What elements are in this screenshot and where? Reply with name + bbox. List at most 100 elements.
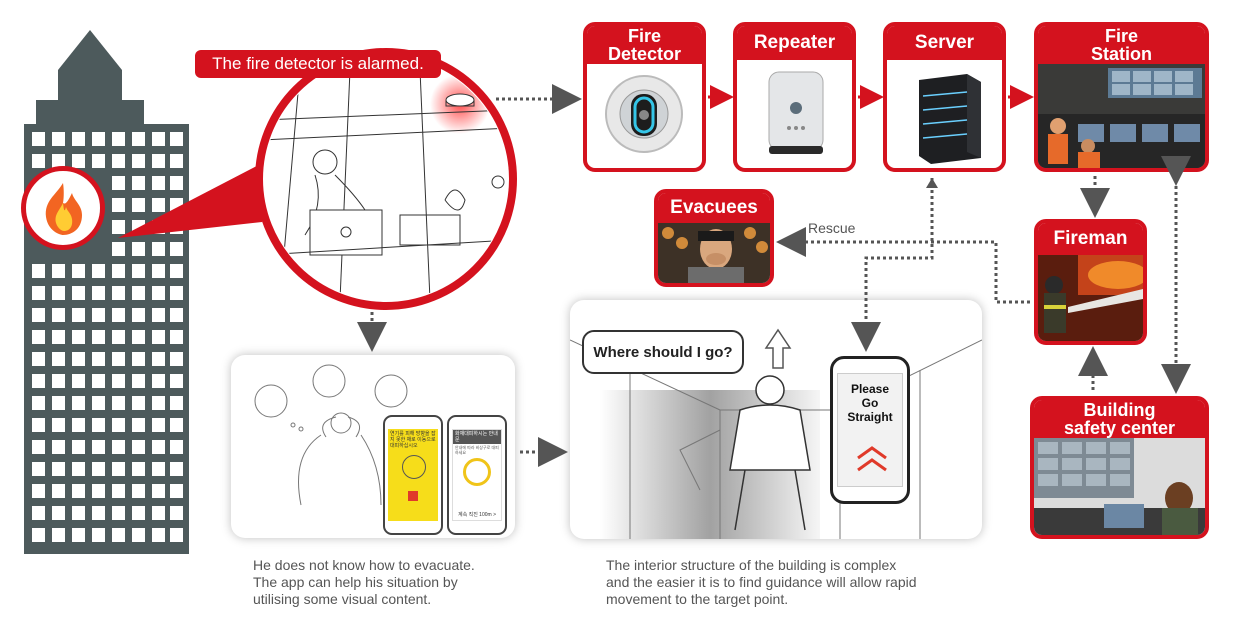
building-safety-center-title: Building safety center bbox=[1034, 400, 1205, 438]
building-window bbox=[132, 528, 145, 542]
building-window bbox=[132, 374, 145, 388]
building-window bbox=[170, 484, 183, 498]
building-window bbox=[112, 198, 125, 212]
building-window bbox=[152, 440, 165, 454]
building-window bbox=[112, 374, 125, 388]
safety-center-photo bbox=[1034, 438, 1205, 535]
building-window bbox=[32, 264, 45, 278]
building-window bbox=[152, 484, 165, 498]
building-window bbox=[92, 330, 105, 344]
building-safety-center-card: Building safety center bbox=[1030, 396, 1209, 539]
phone-right-screen: 화재대피하시는 안내문 안내에 따라 비상구로 대피하세요 계속 직진 100m… bbox=[452, 429, 502, 521]
building-window bbox=[52, 352, 65, 366]
phone-right-footer: 계속 직진 100m > bbox=[458, 512, 496, 518]
building-window bbox=[32, 528, 45, 542]
app-guidance-panel: 연기를 피해 방향을 잡지 못한 채로 이동으로 대피하십시오 화재대피하시는 … bbox=[231, 355, 515, 538]
phone-left-banner: 연기를 피해 방향을 잡지 못한 채로 이동으로 대피하십시오 bbox=[390, 431, 436, 449]
interior-caption: The interior structure of the building i… bbox=[606, 557, 917, 607]
fireman-card: Fireman bbox=[1034, 219, 1147, 345]
phone-navigation-screen: Please Go Straight bbox=[837, 373, 903, 487]
phone-left: 연기를 피해 방향을 잡지 못한 채로 이동으로 대피하십시오 bbox=[383, 415, 443, 535]
building-window bbox=[132, 440, 145, 454]
building-window bbox=[52, 528, 65, 542]
app-caption: He does not know how to evacuate. The ap… bbox=[253, 557, 475, 607]
building-window bbox=[132, 352, 145, 366]
building-window bbox=[32, 154, 45, 168]
repeater-device-icon bbox=[768, 71, 824, 154]
building-window bbox=[92, 528, 105, 542]
alarm-label: The fire detector is alarmed. bbox=[195, 50, 441, 78]
building-window bbox=[72, 484, 85, 498]
server-tower-icon bbox=[919, 74, 981, 164]
building-window bbox=[92, 484, 105, 498]
server-to-phone-arrow bbox=[851, 178, 934, 352]
building-window bbox=[32, 374, 45, 388]
building-window bbox=[72, 330, 85, 344]
building-window bbox=[132, 154, 145, 168]
building-window bbox=[92, 308, 105, 322]
building-window bbox=[170, 330, 183, 344]
building-window bbox=[92, 506, 105, 520]
fire-station-title: Fire Station bbox=[1038, 26, 1205, 64]
building-window bbox=[170, 264, 183, 278]
building-window bbox=[170, 132, 183, 146]
building-window bbox=[170, 154, 183, 168]
speaker-icon bbox=[408, 491, 418, 501]
phone-left-screen: 연기를 피해 방향을 잡지 못한 채로 이동으로 대피하십시오 bbox=[388, 429, 438, 521]
server-title: Server bbox=[887, 26, 1002, 60]
building-window bbox=[32, 132, 45, 146]
building-window bbox=[152, 176, 165, 190]
corridor-sketch bbox=[570, 328, 982, 539]
fireman-to-evacuees-arrow bbox=[776, 227, 1030, 304]
building-window bbox=[132, 176, 145, 190]
control-room-photo bbox=[1038, 64, 1205, 168]
building-window bbox=[132, 330, 145, 344]
building-window bbox=[32, 462, 45, 476]
building-window bbox=[170, 418, 183, 432]
building-window bbox=[152, 462, 165, 476]
building-window bbox=[112, 418, 125, 432]
building-window bbox=[132, 506, 145, 520]
building-window bbox=[152, 132, 165, 146]
building-window bbox=[152, 374, 165, 388]
building-window bbox=[52, 396, 65, 410]
building-window bbox=[32, 330, 45, 344]
building-window bbox=[72, 264, 85, 278]
forward-chevron-icon bbox=[857, 446, 887, 472]
building-window bbox=[92, 286, 105, 300]
building-window bbox=[72, 374, 85, 388]
building-window bbox=[152, 396, 165, 410]
building-window bbox=[132, 484, 145, 498]
fire-detector-card: Fire Detector bbox=[583, 22, 706, 172]
building-window bbox=[112, 220, 125, 234]
building-window bbox=[132, 462, 145, 476]
evacuees-title: Evacuees bbox=[658, 193, 770, 223]
building-window bbox=[152, 264, 165, 278]
building-window bbox=[152, 352, 165, 366]
building-window bbox=[72, 528, 85, 542]
building-window bbox=[132, 418, 145, 432]
building-window bbox=[112, 528, 125, 542]
confused-man-sketch bbox=[254, 364, 408, 506]
fireman-title: Fireman bbox=[1038, 223, 1143, 255]
repeater-card: Repeater bbox=[733, 22, 856, 172]
phone-navigation: Please Go Straight bbox=[830, 356, 910, 504]
building-window bbox=[32, 440, 45, 454]
up-arrow-icon bbox=[764, 328, 792, 369]
building-window bbox=[152, 418, 165, 432]
building-window bbox=[72, 396, 85, 410]
phone-right-banner: 화재대피하시는 안내문 bbox=[453, 430, 501, 444]
building-window bbox=[112, 330, 125, 344]
building-window bbox=[112, 176, 125, 190]
building-window bbox=[132, 396, 145, 410]
building-window bbox=[170, 308, 183, 322]
building-window bbox=[170, 352, 183, 366]
smoke-detector-icon bbox=[605, 75, 683, 153]
building-window bbox=[52, 418, 65, 432]
rescue-label: Rescue bbox=[808, 220, 856, 236]
fire-badge bbox=[21, 166, 105, 250]
building-window bbox=[152, 528, 165, 542]
building-window bbox=[152, 198, 165, 212]
